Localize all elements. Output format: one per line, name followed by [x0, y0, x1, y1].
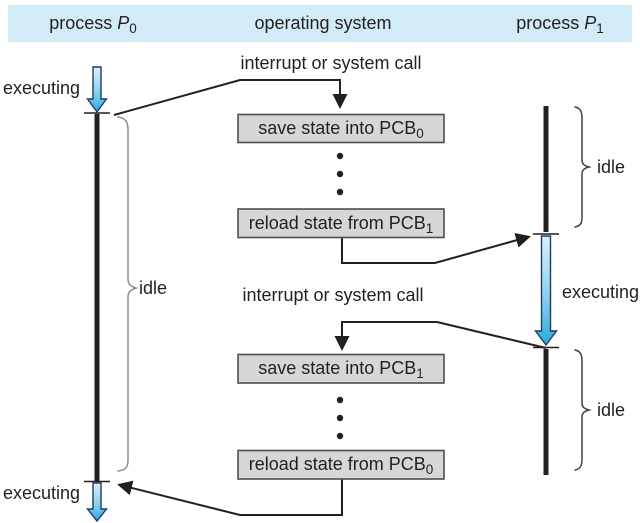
- save-state-pcb0-box: save state into PCB0: [237, 113, 445, 144]
- save-state-pcb0-label: save state into PCB0: [258, 118, 424, 141]
- save-state-pcb1-label: save state into PCB1: [258, 358, 424, 381]
- header-p1-text: process: [516, 13, 584, 33]
- reload-state-pcb0-label: reload state from PCB0: [249, 454, 434, 477]
- header-band: [8, 5, 632, 42]
- arrow-p0-to-save-pcb0: [113, 79, 348, 116]
- interrupt-label-bottom: interrupt or system call: [242, 285, 423, 305]
- header-p0-subscript: 0: [129, 21, 137, 36]
- interrupt-label-top: interrupt or system call: [240, 53, 421, 73]
- p1-idle-label-top: idle: [597, 157, 625, 177]
- ellipsis-dot: [336, 152, 344, 160]
- p0-executing-label-bottom: executing: [3, 483, 80, 503]
- box4-subscript: 0: [426, 462, 434, 477]
- header-os-label: operating system: [254, 13, 391, 33]
- box3-text: save state into PCB: [258, 358, 416, 378]
- ellipsis-dot: [336, 432, 344, 440]
- header-p1-var: P: [584, 13, 596, 33]
- p0-idle-brace: [117, 116, 139, 472]
- header-p0-var: P: [117, 13, 129, 33]
- save-state-pcb1-box: save state into PCB1: [237, 353, 445, 384]
- header-p0-text: process: [49, 13, 117, 33]
- box1-subscript: 0: [416, 126, 424, 141]
- box2-text: reload state from PCB: [249, 213, 426, 233]
- header-process-p0-label: process P0: [49, 13, 137, 36]
- reload-state-pcb1-box: reload state from PCB1: [237, 208, 445, 239]
- reload-state-pcb1-label: reload state from PCB1: [249, 213, 434, 236]
- ellipsis-dot: [336, 188, 344, 196]
- header-p1-subscript: 1: [596, 21, 604, 36]
- box2-subscript: 1: [426, 221, 434, 236]
- arrow-reload-pcb0-to-p0: [117, 479, 343, 516]
- p0-executing-label-top: executing: [3, 78, 80, 98]
- box1-text: save state into PCB: [258, 118, 416, 138]
- p1-idle-label-bottom: idle: [597, 400, 625, 420]
- ellipsis-dot: [336, 396, 344, 404]
- ellipsis-dot: [336, 170, 344, 178]
- p0-executing-arrow-top: [86, 66, 108, 114]
- p1-idle-brace-bottom: [574, 349, 592, 471]
- box4-text: reload state from PCB: [249, 454, 426, 474]
- arrow-reload-pcb1-to-p1: [341, 233, 531, 264]
- reload-state-pcb0-box: reload state from PCB0: [237, 449, 445, 480]
- box3-subscript: 1: [416, 366, 424, 381]
- p0-idle-label: idle: [139, 278, 167, 298]
- header-process-p1-label: process P1: [516, 13, 604, 36]
- p0-executing-arrow-bottom: [86, 482, 108, 523]
- arrow-p1-to-save-pcb1: [334, 321, 547, 351]
- p1-idle-brace-top: [574, 106, 592, 228]
- ellipsis-dot: [336, 414, 344, 422]
- p1-executing-arrow: [534, 235, 558, 347]
- p1-executing-label: executing: [562, 282, 639, 302]
